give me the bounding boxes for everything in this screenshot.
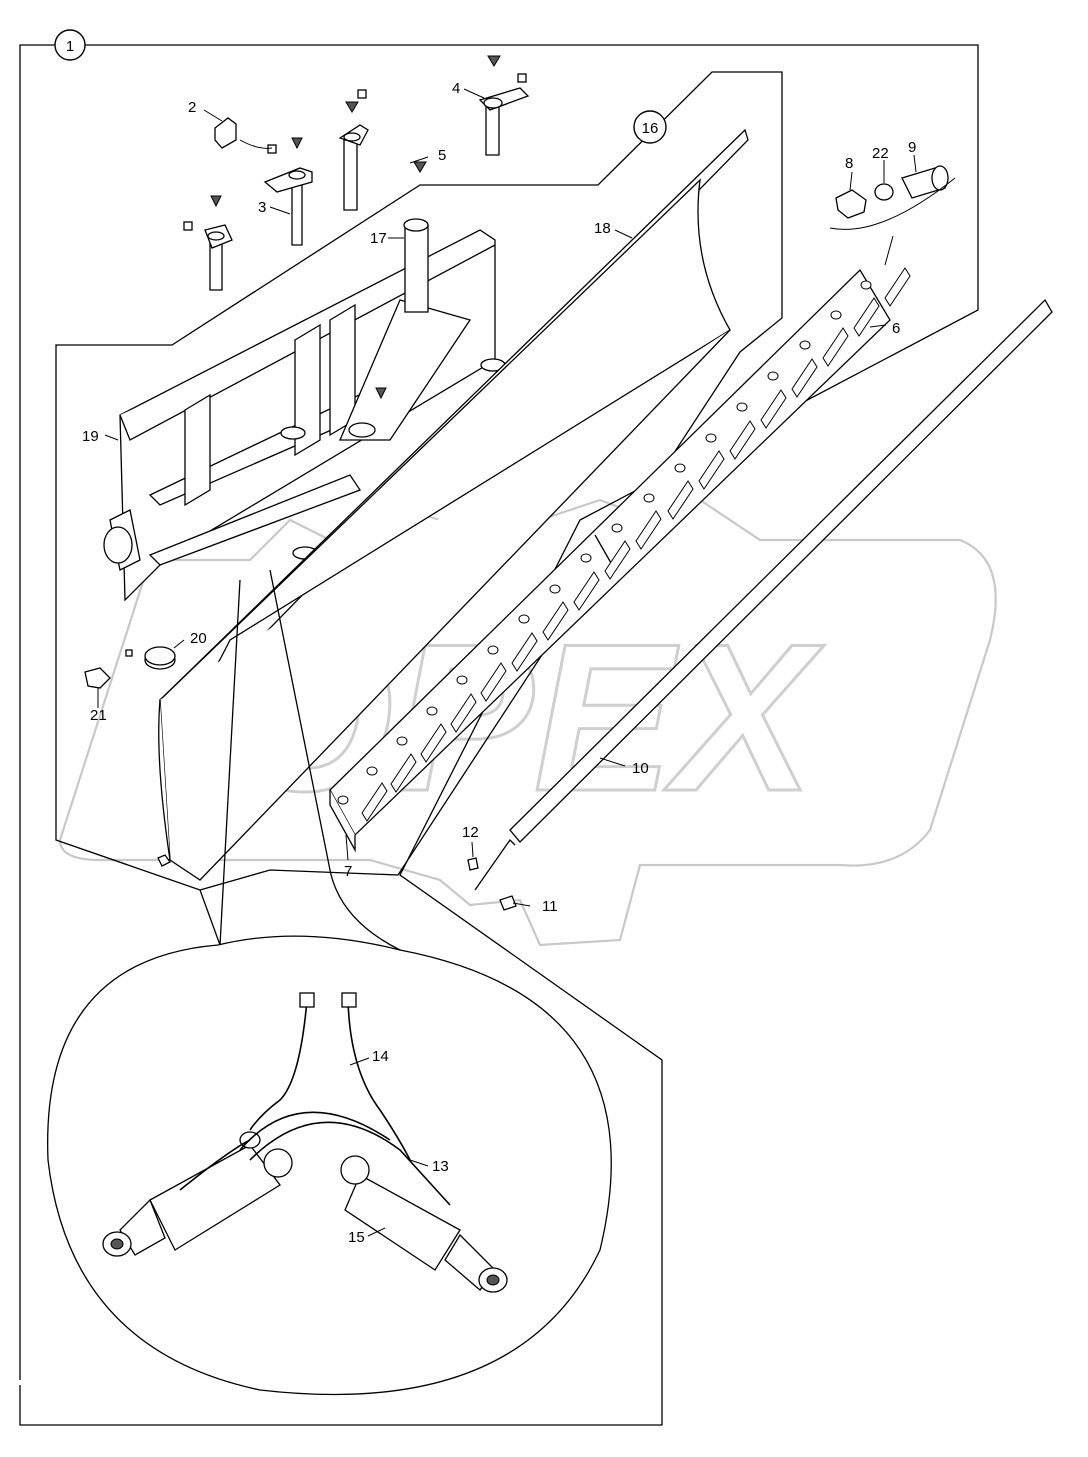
callout-17: 17 (370, 230, 387, 247)
callout-18: 18 (594, 220, 611, 237)
callout-6: 6 (892, 320, 900, 337)
callout-8: 8 (845, 155, 853, 172)
callout-14: 14 (372, 1048, 389, 1065)
wear-strip (474, 298, 1053, 891)
callout-labels: 2 3 4 5 6 7 8 9 10 11 12 13 14 15 17 18 … (82, 80, 916, 1246)
callout-5: 5 (438, 147, 446, 164)
callout-3: 3 (258, 199, 266, 216)
blade (158, 128, 749, 881)
cutting-edge-plates (329, 267, 911, 853)
push-frame (103, 229, 506, 602)
callout-19: 19 (82, 428, 99, 445)
group-1-circle: 1 (54, 29, 86, 61)
callout-9: 9 (908, 139, 916, 156)
callout-11: 11 (542, 898, 558, 915)
callout-21: 21 (90, 707, 107, 724)
leader-lines (97, 88, 956, 1237)
callout-7: 7 (344, 863, 352, 880)
callout-10: 10 (632, 760, 649, 777)
callout-22: 22 (872, 145, 889, 162)
hydraulic-detail (47, 569, 612, 1396)
callout-20: 20 (190, 630, 207, 647)
callout-12: 12 (462, 824, 479, 841)
callout-2: 2 (188, 99, 196, 116)
pins-hardware (84, 55, 949, 911)
callout-13: 13 (432, 1158, 449, 1175)
plate-bolts (337, 267, 911, 822)
group-16-label: 16 (642, 120, 659, 137)
callout-4: 4 (452, 80, 460, 97)
group-16-circle: 16 (633, 110, 667, 144)
group-1-label: 1 (66, 38, 74, 55)
lower-frame-line (199, 889, 221, 946)
callout-15: 15 (348, 1229, 365, 1246)
